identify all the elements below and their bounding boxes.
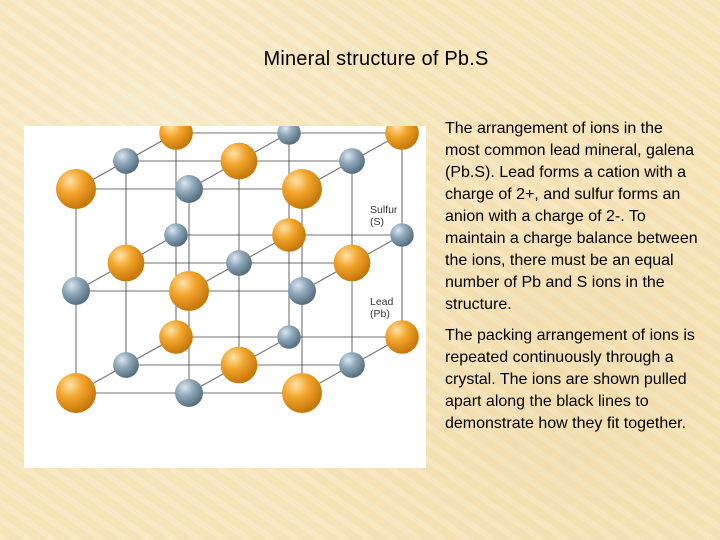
lead-ion [220,142,258,180]
lead-ion [385,126,419,150]
lead-ion [159,320,193,354]
sulfur-ion [62,277,90,305]
lead-ion [159,126,193,150]
lead-ion [282,373,322,413]
lead-ion [272,218,306,252]
sulfur-ion [277,325,301,349]
lead-ion [333,244,371,282]
sulfur-ion [390,223,414,247]
ions [56,126,419,413]
sulfur-label-symbol: (S) [370,216,384,228]
lattice-diagram [56,126,419,413]
sulfur-ion [226,250,252,276]
sulfur-label-name: Sulfur [370,204,398,216]
sulfur-ion [113,148,139,174]
lead-ion [107,244,145,282]
description-text: The arrangement of ions in the most comm… [445,118,701,444]
sulfur-ion [164,223,188,247]
lead-ion [169,271,209,311]
lead-label-symbol: (Pb) [370,308,390,320]
sulfur-ion [288,277,316,305]
sulfur-ion [277,126,301,145]
lead-ion [282,169,322,209]
sulfur-ion [339,148,365,174]
lead-ion [56,373,96,413]
page-title: Mineral structure of Pb.S [263,48,489,70]
lead-label-name: Lead [370,296,394,308]
sulfur-ion [339,352,365,378]
lead-ion [220,346,258,384]
paragraph-structure: The arrangement of ions in the most comm… [445,120,698,313]
lead-ion [385,320,419,354]
crystal-structure-figure: Sulfur (S) Lead (Pb) [24,126,426,468]
paragraph-packing: The packing arrangement of ions is repea… [445,327,695,432]
sulfur-label: Sulfur (S) [370,204,397,228]
lead-label: Lead (Pb) [370,296,393,320]
sulfur-ion [175,175,203,203]
sulfur-ion [113,352,139,378]
lead-ion [56,169,96,209]
sulfur-ion [175,379,203,407]
